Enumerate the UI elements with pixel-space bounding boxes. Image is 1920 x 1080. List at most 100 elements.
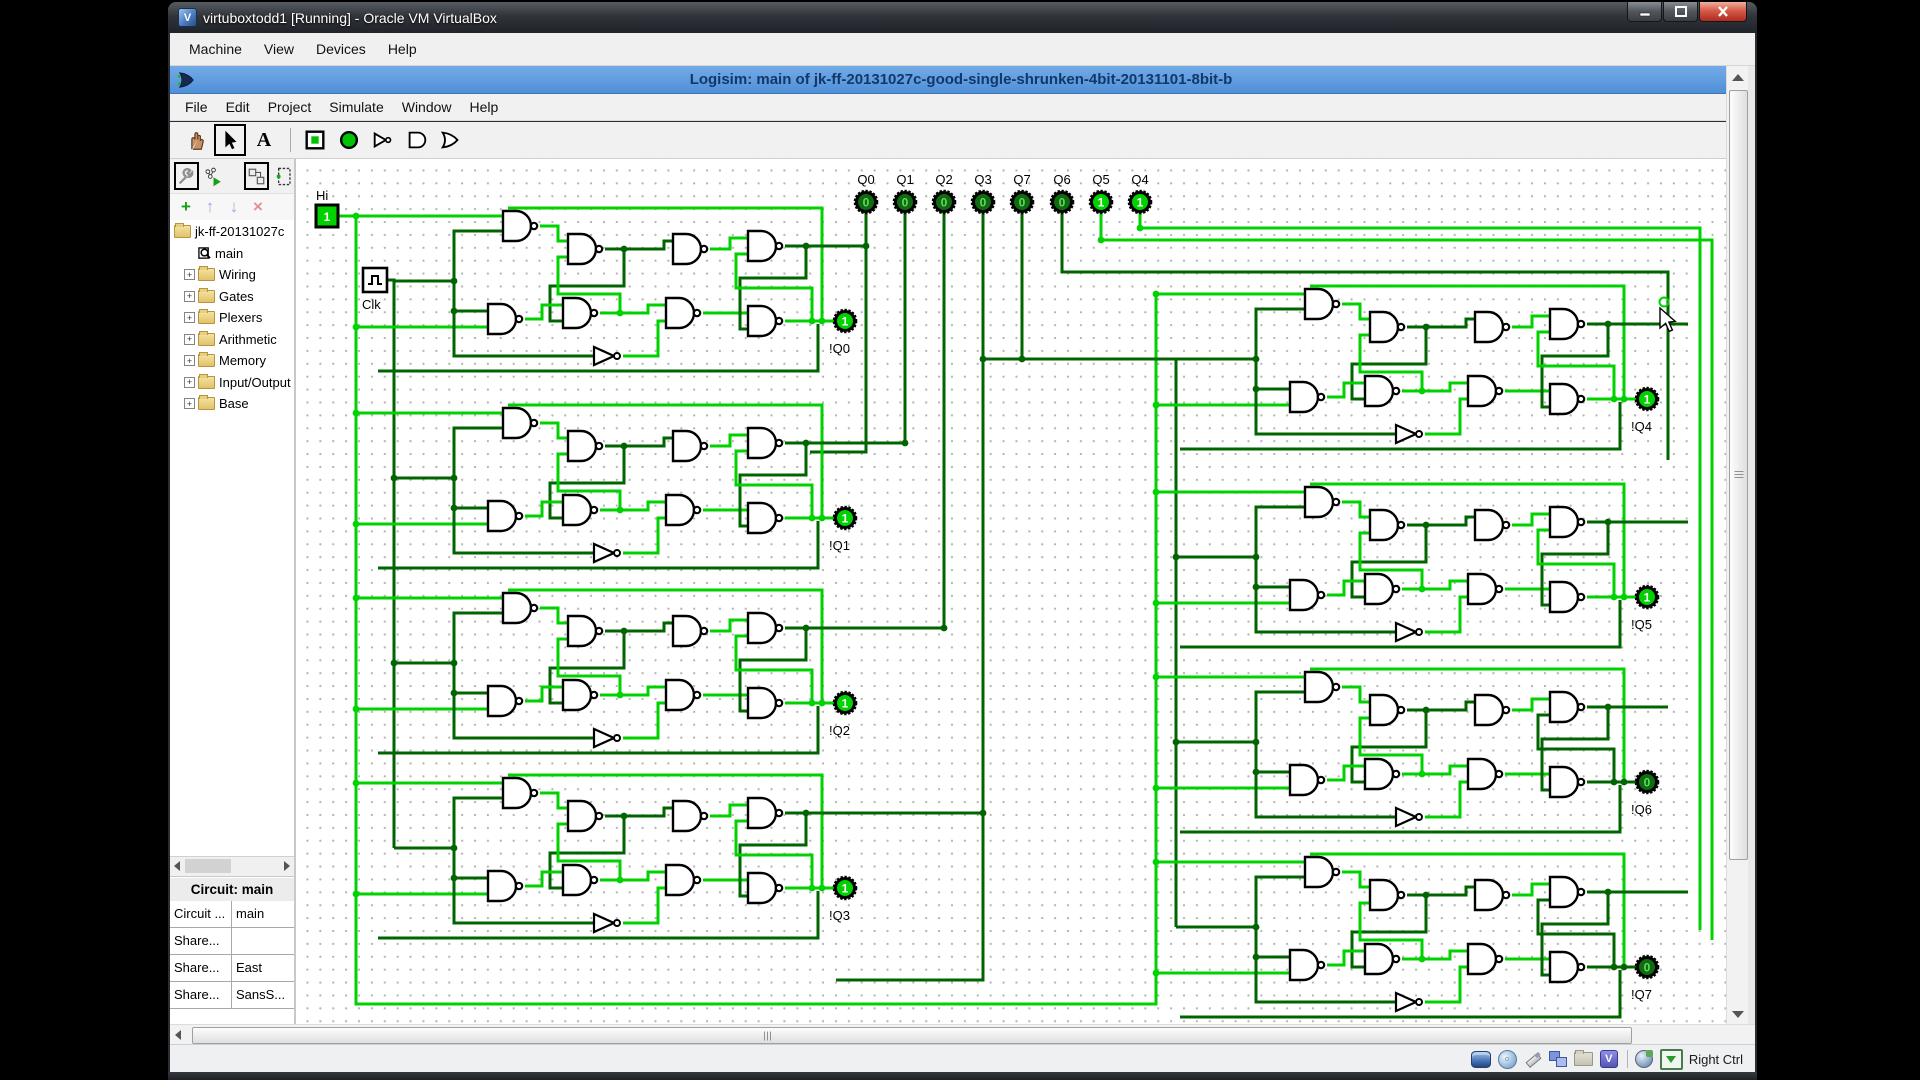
logisim-menu-item-edit[interactable]: Edit [217, 95, 259, 119]
expand-icon[interactable]: + [184, 355, 195, 366]
tree-item-library-gates[interactable]: +Gates [170, 286, 294, 308]
wire-junction [1419, 771, 1426, 778]
logisim-menu-item-project[interactable]: Project [259, 95, 321, 119]
scroll-right-icon[interactable] [284, 861, 290, 871]
and-gate-tool-button[interactable] [401, 124, 433, 156]
remove-circuit-button[interactable]: × [246, 196, 270, 218]
nand-bubble [1578, 964, 1584, 970]
logisim-toolbar: A [170, 122, 1726, 159]
tree-item-label: Plexers [219, 310, 262, 325]
cd-icon[interactable] [1498, 1050, 1517, 1069]
scroll-left-icon[interactable] [175, 1030, 181, 1040]
scroll-left-icon[interactable] [174, 861, 180, 871]
wire [620, 502, 666, 510]
wire-junction [803, 810, 810, 817]
scroll-down-icon[interactable] [1732, 1011, 1744, 1018]
attribute-value: East [232, 955, 294, 981]
horizontal-scrollbar-thumb[interactable] [192, 1027, 1632, 1044]
attribute-value: main [232, 901, 294, 927]
mouse-integration-icon[interactable] [1635, 1050, 1653, 1068]
tree-item-library-plexers[interactable]: + Plexers [170, 307, 294, 329]
not-gate-tool-button[interactable] [367, 124, 399, 156]
canvas-label: Q3 [974, 172, 991, 187]
hdd-icon[interactable] [1471, 1051, 1491, 1068]
tree-item-project-root[interactable]: jk-ff-20131027c [170, 221, 294, 243]
maximize-button[interactable] [1663, 2, 1698, 22]
move-up-button[interactable]: ↑ [198, 196, 222, 218]
nand-bubble [591, 310, 597, 316]
tree-item-library-memory[interactable]: +Memory [170, 350, 294, 372]
wire-junction [621, 246, 628, 253]
vm-menu-item-machine[interactable]: Machine [178, 35, 253, 63]
virtualbox-window: V virtuboxtodd1 [Running] - Oracle VM Vi… [168, 2, 1757, 1080]
nand-bubble [776, 515, 782, 521]
add-circuit-button[interactable]: + [174, 196, 198, 218]
window-titlebar[interactable]: V virtuboxtodd1 [Running] - Oracle VM Vi… [168, 2, 1757, 33]
nand-bubble [1318, 394, 1324, 400]
minimize-button[interactable] [1627, 2, 1662, 22]
expand-icon[interactable]: + [184, 377, 195, 388]
circuit-canvas[interactable]: 1!Q01!Q11!Q21!Q31!Q41!Q50!Q60!Q7Q00Q10Q2… [296, 159, 1726, 1026]
move-down-button[interactable]: ↓ [222, 196, 246, 218]
shared-folder-icon[interactable] [1574, 1052, 1593, 1066]
vm-menu-item-view[interactable]: View [253, 35, 305, 63]
wire [624, 241, 673, 249]
tree-item-library-arithmetic[interactable]: +Arithmetic [170, 329, 294, 351]
appearance-view-button[interactable] [271, 162, 295, 190]
nand-gate [1468, 944, 1496, 974]
expand-icon[interactable]: + [184, 269, 195, 280]
edit-tool-button[interactable] [214, 124, 246, 156]
attribute-row[interactable]: Circuit ...main [170, 901, 294, 928]
nand-gate [1305, 487, 1333, 517]
horizontal-scrollbar[interactable] [170, 1024, 1755, 1045]
network-icon[interactable] [1549, 1051, 1567, 1067]
logisim-menu-item-file[interactable]: File [176, 95, 217, 119]
canvas-label: 0 [863, 196, 870, 210]
or-gate-tool-button[interactable] [435, 124, 467, 156]
tree-item-library-inputoutput[interactable]: +Input/Output [170, 372, 294, 394]
host-key-icon[interactable] [1660, 1049, 1683, 1070]
expand-icon[interactable]: + [184, 291, 195, 302]
clock-component[interactable] [363, 268, 387, 292]
vm-menu-item-devices[interactable]: Devices [305, 35, 377, 63]
expand-icon[interactable]: + [184, 334, 195, 345]
tree-item-library-base[interactable]: +Base [170, 393, 294, 415]
logisim-menu-item-simulate[interactable]: Simulate [320, 95, 392, 119]
poke-tool-button[interactable] [180, 124, 212, 156]
layout-view-button[interactable] [244, 162, 269, 190]
tree-item-library-wiring[interactable]: +Wiring [170, 264, 294, 286]
tree-item-circuit-main[interactable]: main [170, 243, 294, 265]
vm-menu-item-help[interactable]: Help [377, 35, 428, 63]
tree-horizontal-scrollbar[interactable] [170, 856, 294, 877]
attribute-row[interactable]: Share... [170, 928, 294, 955]
text-tool-button[interactable]: A [248, 124, 280, 156]
logisim-menu-item-window[interactable]: Window [393, 95, 461, 119]
usb-icon[interactable] [1524, 1050, 1542, 1068]
nand-bubble [596, 628, 602, 634]
expand-icon[interactable]: + [184, 398, 195, 409]
explorer-toolbar-row1 [170, 159, 294, 194]
nand-bubble [1333, 499, 1339, 505]
not-bubble [614, 735, 620, 741]
vertical-scrollbar[interactable] [1726, 66, 1749, 1024]
vertical-scrollbar-thumb[interactable] [1729, 90, 1748, 860]
wire-junction [1419, 956, 1426, 963]
logisim-menu-item-help[interactable]: Help [461, 95, 508, 119]
wire [1342, 502, 1370, 517]
nand-bubble [1503, 892, 1509, 898]
output-pin-tool-button[interactable] [333, 124, 365, 156]
tree-scrollbar-thumb[interactable] [185, 859, 231, 873]
input-pin-tool-button[interactable] [299, 124, 331, 156]
close-button[interactable] [1699, 2, 1747, 22]
simulate-hierarchy-button[interactable] [201, 162, 226, 190]
attribute-row[interactable]: Share...SansS... [170, 982, 294, 1009]
attribute-row[interactable]: Share...East [170, 955, 294, 982]
wire-junction [1253, 769, 1260, 776]
expand-icon[interactable]: + [184, 312, 195, 323]
virtualization-icon[interactable]: V [1600, 1050, 1618, 1068]
scroll-up-icon[interactable] [1732, 74, 1744, 81]
appearance-view-tool-icon [273, 166, 294, 187]
canvas-label: Q6 [1053, 172, 1070, 187]
wire [454, 848, 488, 878]
wrench-button[interactable] [174, 162, 199, 190]
